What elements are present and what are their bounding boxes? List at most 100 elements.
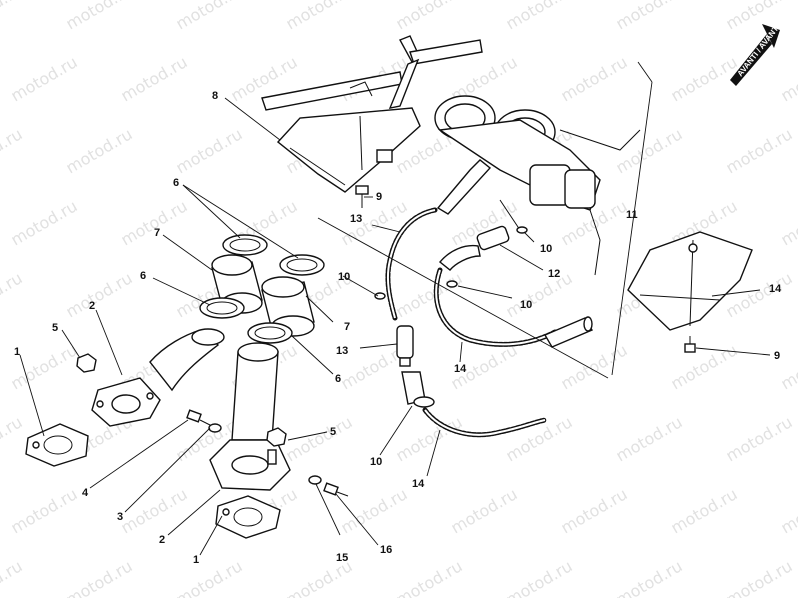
watermark-text: motod.ru bbox=[173, 0, 246, 33]
intake-sleeve-7 bbox=[211, 254, 315, 337]
watermark-text: motod.ru bbox=[668, 340, 741, 393]
callout-13-upper: 12 bbox=[548, 268, 560, 280]
callout-7-right: 7 bbox=[344, 321, 350, 333]
watermark-text: motod.ru bbox=[283, 0, 356, 33]
callout-3: 3 bbox=[117, 511, 123, 523]
watermark-text: motod.ru bbox=[118, 484, 191, 537]
fitting-13-upper bbox=[439, 225, 510, 271]
fitting-13-lower bbox=[396, 325, 414, 367]
callout-9-lower: 9 bbox=[774, 350, 780, 362]
callout-9-upper: 9 bbox=[376, 191, 382, 203]
nut-5-right bbox=[266, 427, 287, 447]
callout-11: 11 bbox=[626, 209, 638, 221]
watermark-text: motod.ru bbox=[393, 412, 466, 465]
watermark-text: motod.ru bbox=[503, 556, 576, 598]
watermark-text: motod.ru bbox=[393, 0, 466, 33]
watermark-text: motod.ru bbox=[338, 484, 411, 537]
callout-13-lower: 13 bbox=[336, 345, 348, 357]
watermark-text: motod.ru bbox=[503, 268, 576, 321]
watermark-text: motod.ru bbox=[558, 484, 631, 537]
watermark-text: motod.ru bbox=[613, 0, 686, 33]
watermark-text: motod.ru bbox=[393, 268, 466, 321]
screw-9-lower bbox=[684, 336, 696, 353]
watermark-text: motod.ru bbox=[8, 196, 81, 249]
callout-6-top: 6 bbox=[173, 177, 179, 189]
watermark-text: motod.ru bbox=[118, 52, 191, 105]
watermark-text: motod.ru bbox=[118, 196, 191, 249]
watermark-text: motod.ru bbox=[613, 556, 686, 598]
callout-4: 4 bbox=[82, 487, 89, 499]
air-box-bracket-right bbox=[627, 231, 753, 331]
watermark-text: motod.ru bbox=[503, 0, 576, 33]
watermark-text: motod.ru bbox=[63, 0, 136, 33]
callout-10-left: 10 bbox=[338, 271, 350, 283]
watermark-text: motod.ru bbox=[0, 412, 26, 465]
hose-clamp-6-lower bbox=[199, 297, 293, 344]
watermark-text: motod.ru bbox=[338, 196, 411, 249]
leader-lines bbox=[19, 61, 771, 556]
watermark-text: motod.ru bbox=[393, 556, 466, 598]
watermark-text: motod.ru bbox=[778, 484, 798, 537]
callout-6-right: 6 bbox=[335, 373, 341, 385]
intake-manifold-left bbox=[91, 328, 225, 427]
callout-2-bottom: 2 bbox=[159, 534, 165, 546]
callout-12: 14 bbox=[769, 283, 782, 295]
flange-gasket-right bbox=[215, 495, 281, 539]
callout-5-left: 5 bbox=[52, 322, 58, 334]
watermark-text: motod.ru bbox=[63, 124, 136, 177]
callout-1-bottom: 1 bbox=[193, 554, 199, 566]
callout-14-upper: 13 bbox=[350, 213, 362, 225]
hose-clamp-6-upper bbox=[222, 234, 325, 276]
coiled-hose-14-lower bbox=[422, 407, 548, 438]
watermark-text: motod.ru bbox=[723, 556, 796, 598]
flange-gasket-left bbox=[25, 423, 89, 467]
callout-10-mid: 10 bbox=[520, 299, 532, 311]
hose-clamp-10 bbox=[374, 226, 528, 300]
frame-tube bbox=[261, 35, 483, 111]
callout-labels: 8 9 6 7 6 2 5 1 4 3 2 1 15 16 5 6 7 10 1… bbox=[14, 90, 782, 566]
screw-16 bbox=[323, 482, 349, 497]
watermark-text: motod.ru bbox=[668, 52, 741, 105]
watermark-text: motod.ru bbox=[0, 268, 26, 321]
washer-4 bbox=[208, 423, 222, 433]
watermark-text: motod.ru bbox=[558, 340, 631, 393]
tube-end bbox=[543, 316, 594, 348]
stud-bolt bbox=[267, 449, 277, 465]
watermark-text: motod.ru bbox=[778, 340, 798, 393]
callout-2-left: 2 bbox=[89, 300, 95, 312]
fitting-10-lower bbox=[401, 371, 435, 408]
watermark-text: motod.ru bbox=[173, 124, 246, 177]
watermark-text: motod.ru bbox=[448, 484, 521, 537]
coiled-hose-14-upper bbox=[385, 207, 438, 321]
watermark-text: motod.ru bbox=[668, 484, 741, 537]
callout-5-right: 5 bbox=[330, 426, 336, 438]
callout-10-lower: 10 bbox=[370, 456, 382, 468]
watermark-text: motod.ru bbox=[8, 484, 81, 537]
callout-10-carb: 10 bbox=[540, 243, 552, 255]
watermark-text: motod.ru bbox=[63, 268, 136, 321]
watermark-text: motod.ru bbox=[778, 196, 798, 249]
watermark-text: motod.ru bbox=[0, 556, 26, 598]
callout-14-middle: 14 bbox=[454, 363, 467, 375]
callout-7-left: 7 bbox=[154, 227, 160, 239]
watermark-text: motod.ru bbox=[173, 556, 246, 598]
callout-6-left: 6 bbox=[140, 270, 146, 282]
watermark-text: motod.ru bbox=[0, 0, 26, 33]
washer-15 bbox=[308, 475, 322, 485]
screw-9-upper bbox=[355, 185, 369, 208]
watermark-text: motod.ru bbox=[723, 124, 796, 177]
watermark-text: motod.ru bbox=[558, 52, 631, 105]
watermark-text: motod.ru bbox=[613, 412, 686, 465]
watermark-text: motod.ru bbox=[778, 52, 798, 105]
callout-8: 8 bbox=[212, 90, 218, 102]
watermark-text: motod.ru bbox=[0, 124, 26, 177]
callout-14-lower: 14 bbox=[412, 478, 425, 490]
callout-1-left: 1 bbox=[14, 346, 20, 358]
nut-5-left bbox=[76, 353, 97, 373]
coiled-hose-14-middle bbox=[433, 267, 558, 347]
screw-3 bbox=[186, 409, 213, 427]
callout-15: 15 bbox=[336, 552, 348, 564]
watermark-text: motod.ru bbox=[613, 124, 686, 177]
